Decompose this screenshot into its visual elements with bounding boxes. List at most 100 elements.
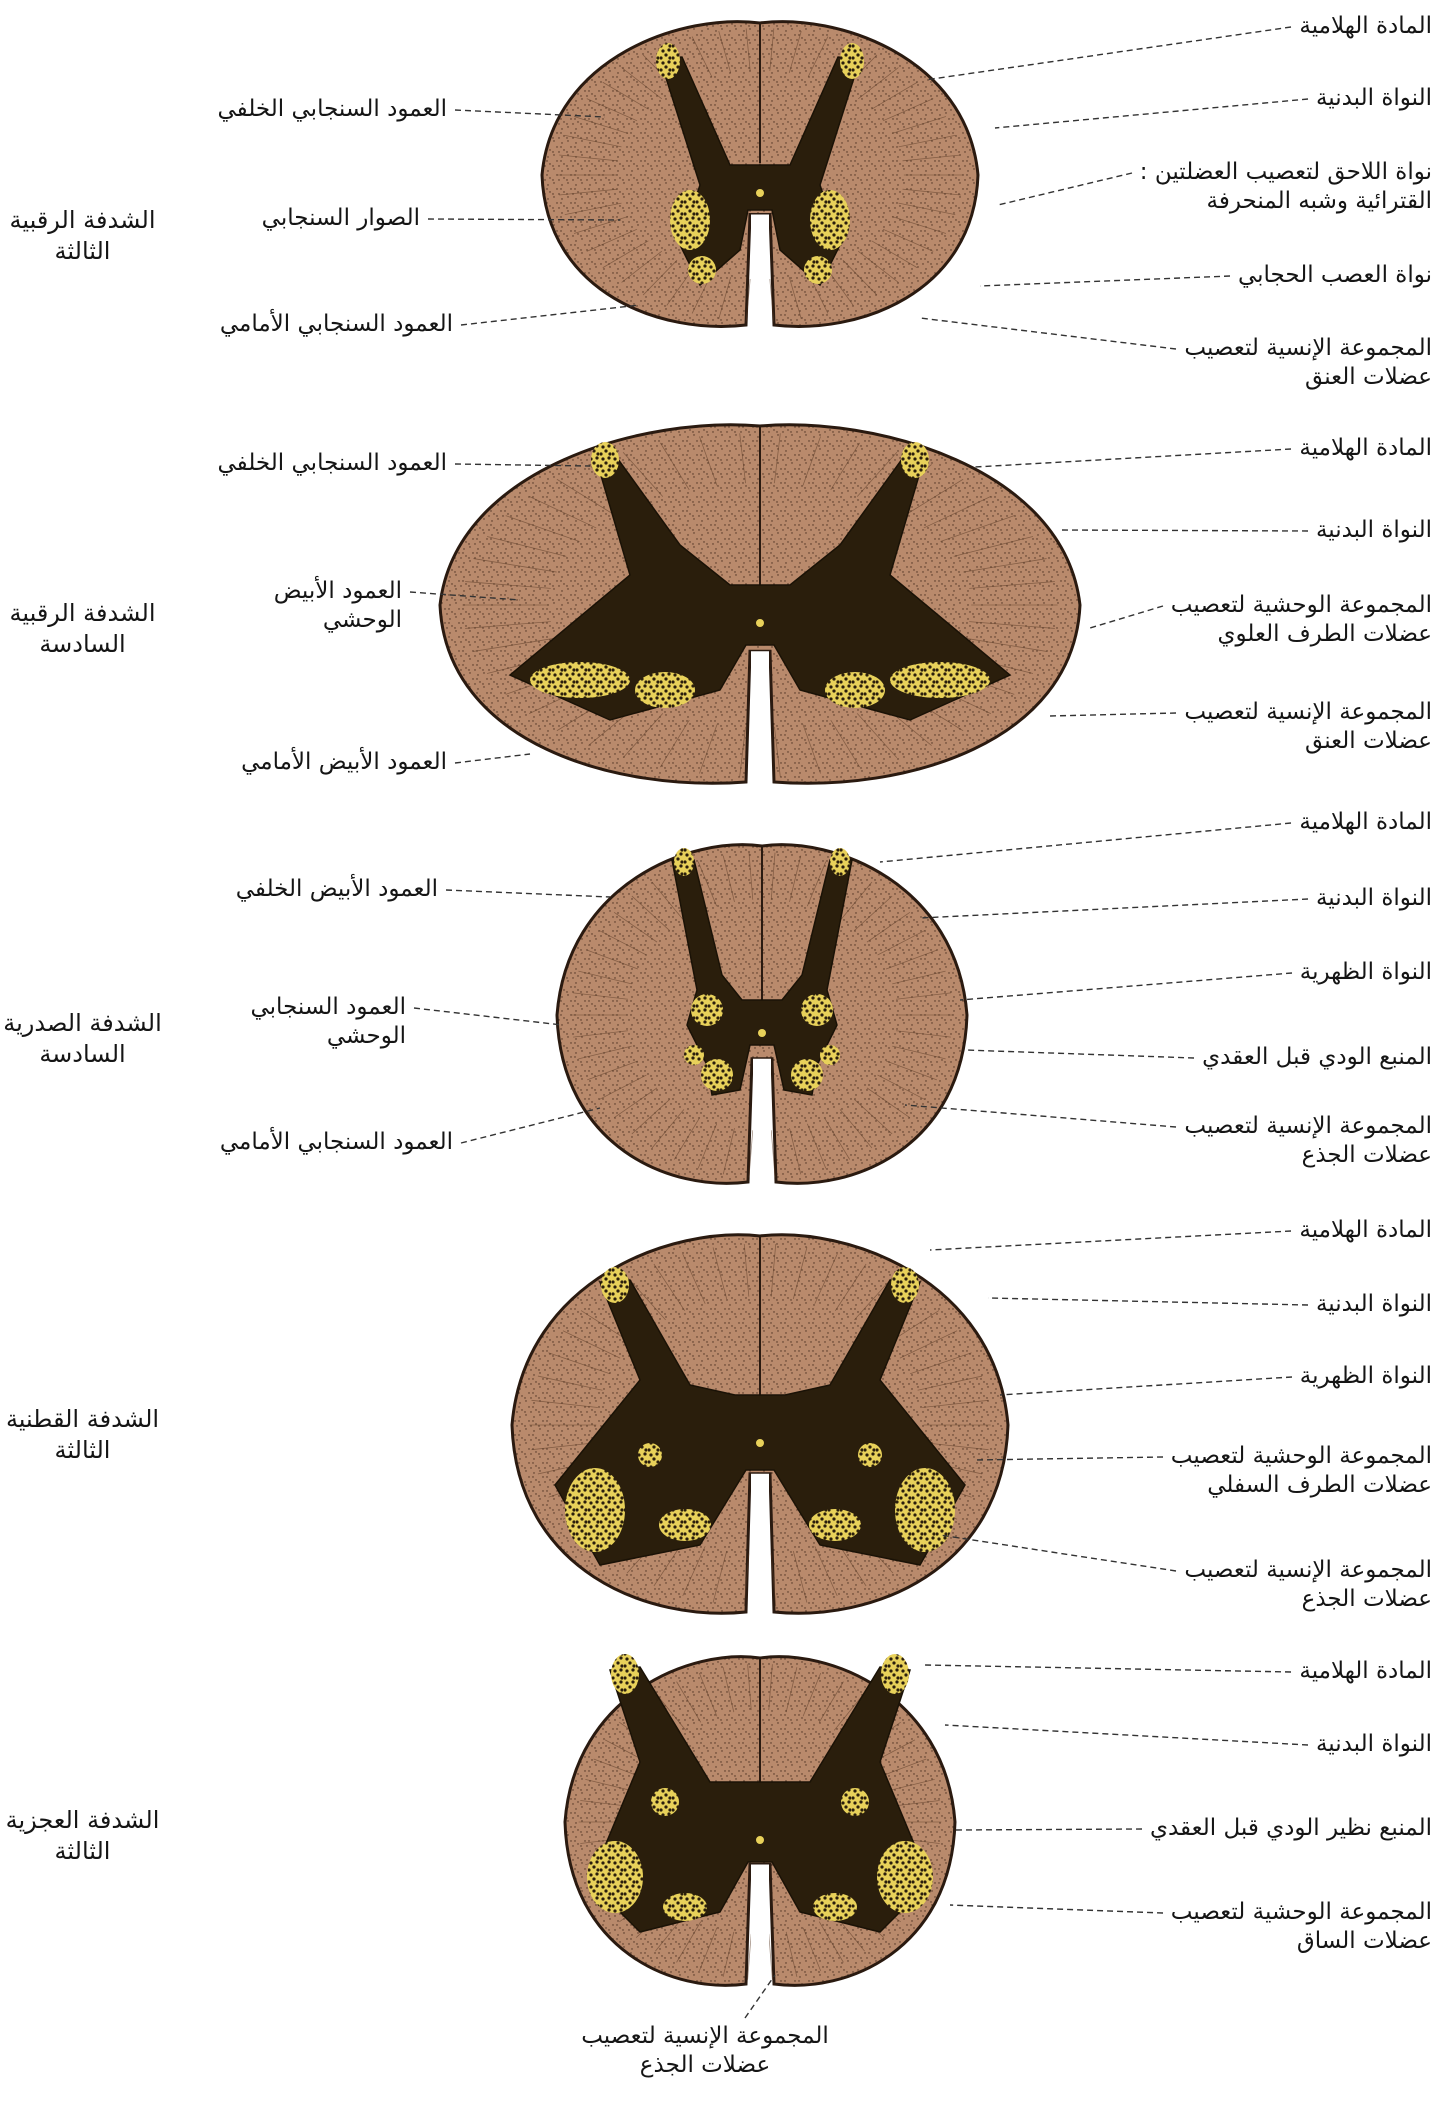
callout-label-line: النواة الظهرية xyxy=(1299,1363,1432,1389)
callout-label: العمود السنجابي الخلفي xyxy=(218,449,447,478)
leader-line xyxy=(924,1664,1292,1673)
callout-label: المادة الهلامية xyxy=(1299,1657,1432,1686)
callout-label: المجموعة الإنسية لتعصيب عضلات العنق xyxy=(1184,334,1432,392)
nucleus xyxy=(656,43,680,79)
callout-label-line: المنبع نظير الودي قبل العقدي xyxy=(1149,1815,1432,1841)
callout-label: العمود الأبيض الأمامي xyxy=(241,748,447,777)
callout-label: النواة الظهرية xyxy=(1300,958,1432,987)
leader-line xyxy=(964,1049,1195,1059)
callout-label: النواة البدنية xyxy=(1316,516,1432,545)
section-title-line: السادسة xyxy=(39,630,126,658)
callout-label-line: المجموعة الإنسية لتعصيب xyxy=(1184,335,1432,361)
callout-label-line: عضلات العنق xyxy=(1305,728,1432,754)
callout-label: المادة الهلامية xyxy=(1299,434,1432,463)
leader-line xyxy=(939,1534,1177,1572)
leader-line xyxy=(427,218,621,221)
callout-label-line: المجموعة الإنسية لتعصيب xyxy=(1184,699,1432,725)
callout-label-line: النواة البدنية xyxy=(1315,1731,1432,1757)
nucleus xyxy=(877,1841,933,1913)
callout-label: الصوار السنجابي xyxy=(262,204,420,233)
callout-label-line: نواة اللاحق لتعصيب العضلتين : xyxy=(1139,159,1432,185)
leader-line xyxy=(1089,605,1164,629)
section-title-line: السادسة xyxy=(39,1040,126,1068)
leader-line xyxy=(944,1724,1309,1746)
callout-label-line: العمود السنجابي الخلفي xyxy=(217,96,447,122)
nucleus xyxy=(635,672,695,708)
anterior-median-fissure xyxy=(751,1473,769,1614)
leader-line xyxy=(954,1828,1143,1831)
nucleus xyxy=(591,442,619,478)
leader-line xyxy=(454,109,606,118)
leader-line xyxy=(454,463,591,467)
leader-line xyxy=(919,898,1309,919)
leader-line xyxy=(974,1456,1164,1461)
nucleus xyxy=(841,1788,869,1816)
central-canal xyxy=(758,1029,766,1037)
leader-line xyxy=(999,1376,1293,1396)
leader-line xyxy=(454,753,531,764)
callout-label-line: المادة الهلامية xyxy=(1299,1658,1432,1684)
gray-matter xyxy=(554,1279,966,1566)
leader-line xyxy=(409,591,521,601)
callout-label-line: عضلات الجذع xyxy=(1301,1142,1432,1168)
nucleus xyxy=(670,190,710,250)
callout-label-line: الوحشي xyxy=(326,1023,406,1049)
nucleus xyxy=(638,1443,662,1467)
spinal-cord-section-1 xyxy=(540,20,980,328)
leader-line xyxy=(949,1904,1164,1914)
callout-label: المنبع نظير الودي قبل العقدي xyxy=(1150,1814,1432,1843)
leader-line xyxy=(924,26,1292,81)
callout-label: العمود السنجابي الأمامي xyxy=(220,1128,453,1157)
nucleus xyxy=(825,672,885,708)
spinal-cord-section-5 xyxy=(563,1654,957,1987)
nucleus xyxy=(881,1654,909,1694)
callout-label: المجموعة الإنسية لتعصيب عضلات العنق xyxy=(1184,698,1432,756)
callout-label: النواة البدنية xyxy=(1316,1290,1432,1319)
leader-line xyxy=(994,98,1309,129)
callout-label: نواة العصب الحجابي xyxy=(1238,261,1432,290)
callout-label-line: المادة الهلامية xyxy=(1299,809,1432,835)
central-canal xyxy=(756,1439,764,1447)
nucleus xyxy=(891,1267,919,1303)
leader-line xyxy=(460,304,641,326)
callout-label-line: عضلات العنق xyxy=(1305,364,1432,390)
section-title-line: الشدفة العجزية xyxy=(5,1806,160,1834)
callout-label: النواة البدنية xyxy=(1316,884,1432,913)
callout-label-line: النواة البدنية xyxy=(1315,517,1432,543)
callout-label-line: الصوار السنجابي xyxy=(261,205,420,231)
callout-label: النواة البدنية xyxy=(1316,84,1432,113)
callout-label-line: النواة البدنية xyxy=(1315,1291,1432,1317)
leader-line xyxy=(744,1974,776,2019)
leader-line xyxy=(929,1230,1292,1251)
callout-label-line: النواة الظهرية xyxy=(1299,959,1432,985)
anterior-median-fissure xyxy=(751,1864,769,1986)
callout-label-line: المادة الهلامية xyxy=(1299,13,1432,39)
callout-label-line: العمود الأبيض الأمامي xyxy=(241,749,447,775)
leader-line xyxy=(879,822,1292,863)
nucleus xyxy=(804,256,832,284)
nucleus xyxy=(530,662,630,698)
callout-label-line: العمود السنجابي الأمامي xyxy=(219,311,453,337)
callout-label-line: المجموعة الوحشية لتعصيب xyxy=(1170,1443,1432,1469)
callout-label: المادة الهلامية xyxy=(1299,1216,1432,1245)
nucleus xyxy=(688,256,716,284)
leader-line xyxy=(987,1297,1309,1306)
nucleus xyxy=(809,1509,861,1541)
callout-label: المادة الهلامية xyxy=(1299,12,1432,41)
anterior-median-fissure xyxy=(751,651,769,784)
nucleus xyxy=(791,1059,823,1091)
callout-label-line: عضلات الجذع xyxy=(1301,1586,1432,1612)
central-canal xyxy=(756,189,764,197)
nucleus xyxy=(813,1893,857,1921)
callout-label-line: المجموعة الإنسية لتعصيب xyxy=(581,2023,829,2049)
leader-line xyxy=(904,1104,1177,1128)
callout-label: نواة اللاحق لتعصيب العضلتين :القترائية و… xyxy=(1140,158,1432,216)
